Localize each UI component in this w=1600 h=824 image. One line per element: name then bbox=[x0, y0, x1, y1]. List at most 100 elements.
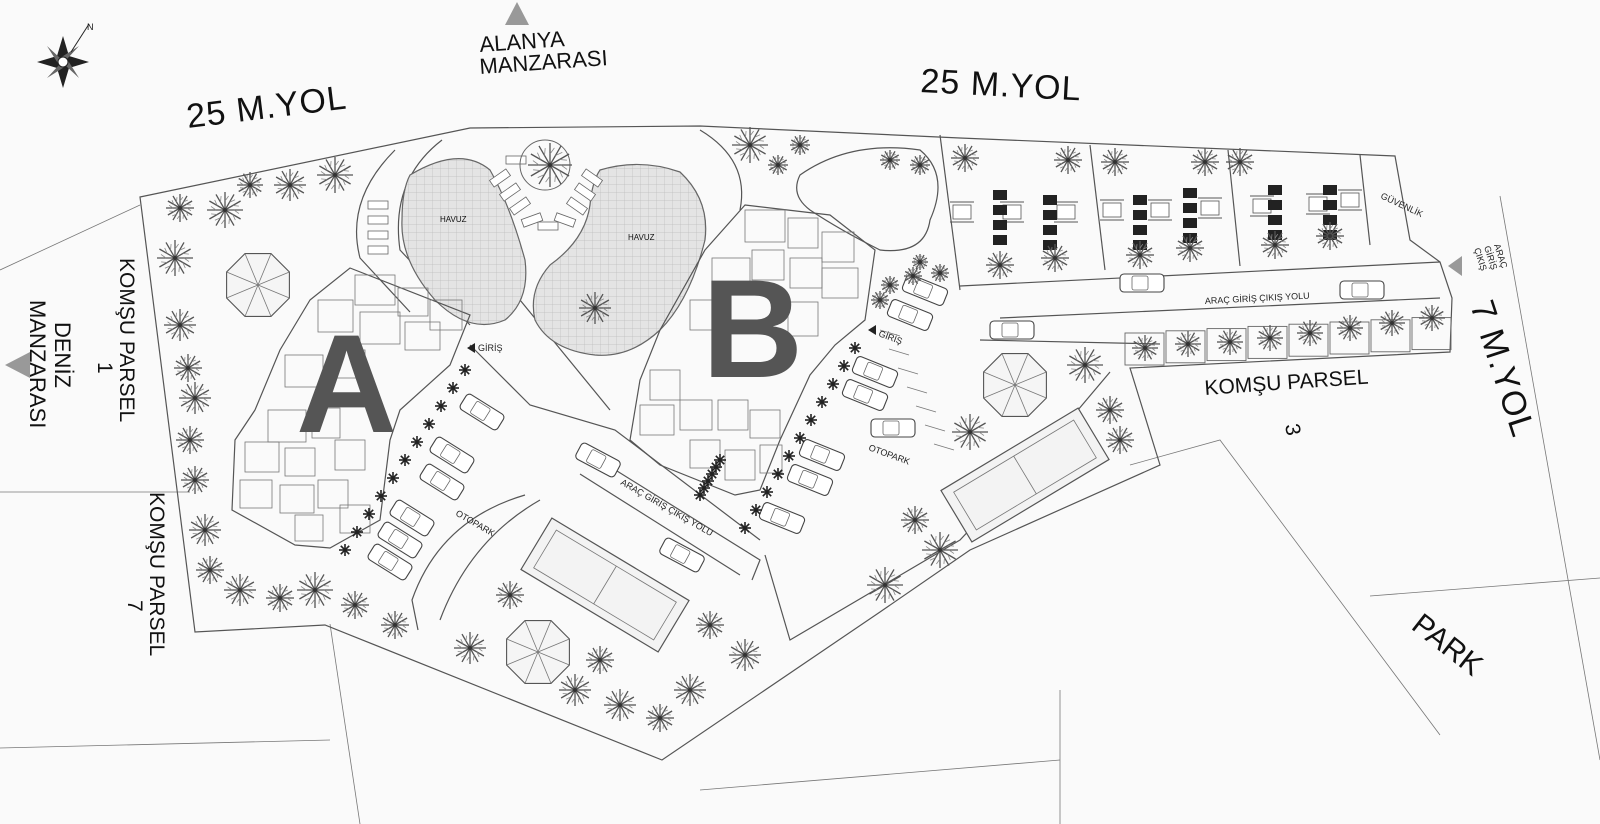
picnic-table-icon bbox=[950, 201, 974, 223]
palm-frond bbox=[907, 507, 916, 521]
park-label: PARK bbox=[1406, 608, 1489, 683]
palm-leaf bbox=[680, 680, 684, 687]
palm-tree-icon bbox=[179, 382, 211, 414]
view-marker-icon bbox=[5, 352, 30, 378]
palm-leaf bbox=[1388, 312, 1390, 318]
palm-frond bbox=[182, 439, 191, 453]
parking-line bbox=[888, 348, 910, 356]
palm-leaf bbox=[516, 591, 521, 593]
room bbox=[284, 354, 324, 388]
palm-leaf bbox=[387, 630, 392, 634]
palm-leaf bbox=[285, 172, 287, 179]
palm-leaf bbox=[1243, 153, 1248, 157]
palm-tree-icon bbox=[157, 240, 193, 276]
palm-leaf bbox=[1137, 340, 1140, 345]
room bbox=[717, 399, 749, 431]
car-window bbox=[853, 384, 873, 404]
palm-leaf bbox=[585, 298, 589, 305]
palm-leaf bbox=[1281, 244, 1287, 249]
palm-frond bbox=[587, 659, 601, 668]
palm-leaf bbox=[874, 294, 877, 298]
palm-leaf bbox=[917, 169, 921, 174]
umbrella-rib bbox=[244, 284, 259, 317]
palm-leaf bbox=[588, 656, 594, 661]
car-body bbox=[989, 320, 1035, 340]
palm-leaf bbox=[465, 635, 467, 642]
palm-leaf bbox=[1148, 340, 1153, 343]
palm-frond bbox=[172, 207, 181, 221]
palm-leaf bbox=[907, 279, 911, 282]
palm-leaf bbox=[466, 655, 471, 661]
palm-leaf bbox=[1222, 334, 1225, 339]
palm-leaf bbox=[1437, 314, 1443, 316]
palm-leaf bbox=[689, 677, 694, 683]
palm-leaf bbox=[565, 696, 572, 700]
entry-arrow-icon bbox=[868, 325, 876, 335]
palm-frond bbox=[1189, 240, 1203, 249]
palm-leaf bbox=[686, 697, 691, 703]
palm-leaf bbox=[1111, 151, 1113, 156]
palm-leaf bbox=[1322, 241, 1327, 245]
palm-leaf bbox=[232, 214, 236, 221]
palm-leaf bbox=[1184, 333, 1186, 339]
palm-leaf bbox=[1275, 334, 1281, 336]
palm-leaf bbox=[1137, 353, 1142, 356]
palm-leaf bbox=[1093, 364, 1100, 369]
palm-leaf bbox=[184, 374, 189, 380]
palm-leaf bbox=[1059, 152, 1063, 157]
palm-leaf bbox=[1006, 264, 1012, 269]
palm-leaf bbox=[555, 152, 563, 156]
palm-frond bbox=[179, 207, 188, 221]
planter bbox=[1323, 200, 1337, 210]
palm-tree-icon bbox=[768, 155, 788, 175]
parking-label-b: OTOPARK bbox=[867, 442, 911, 466]
palm-leaf bbox=[1333, 227, 1338, 231]
palm-frond bbox=[177, 432, 191, 441]
parking-line bbox=[897, 367, 919, 375]
palm-leaf bbox=[907, 525, 912, 529]
palm-frond bbox=[1274, 237, 1288, 246]
palm-frond bbox=[1075, 349, 1086, 366]
umbrella-rib bbox=[524, 651, 539, 684]
palm-leaf bbox=[1315, 329, 1321, 331]
palm-leaf bbox=[498, 591, 504, 596]
palm-leaf bbox=[1271, 234, 1273, 239]
car-body bbox=[870, 418, 916, 438]
palm-frond bbox=[197, 562, 211, 571]
palm-leaf bbox=[1151, 347, 1156, 351]
palm-leaf bbox=[1074, 156, 1079, 158]
palm-frond bbox=[497, 587, 511, 596]
palm-leaf bbox=[1435, 310, 1440, 313]
small-tree-leaf bbox=[380, 491, 386, 497]
palm-leaf bbox=[181, 432, 185, 437]
palm-leaf bbox=[180, 373, 185, 377]
palm-frond bbox=[187, 360, 201, 369]
palm-leaf bbox=[277, 181, 283, 186]
palm-frond bbox=[1329, 228, 1343, 237]
palm-frond bbox=[179, 200, 193, 209]
car-window bbox=[430, 471, 451, 491]
palm-leaf bbox=[1186, 237, 1188, 242]
palm-frond bbox=[1187, 332, 1196, 345]
car-icon bbox=[367, 543, 413, 581]
palm-leaf bbox=[1246, 158, 1251, 160]
road-label-east: 25 M.YOL bbox=[920, 62, 1083, 108]
palm-frond bbox=[182, 427, 191, 441]
palm-frond bbox=[939, 534, 950, 551]
palm-leaf bbox=[715, 628, 719, 633]
room bbox=[787, 217, 819, 249]
palm-leaf bbox=[969, 417, 974, 424]
palm-leaf bbox=[351, 611, 356, 617]
palm-leaf bbox=[1119, 428, 1124, 434]
palm-leaf bbox=[545, 175, 551, 183]
palm-leaf bbox=[1122, 446, 1124, 451]
palm-leaf bbox=[905, 273, 909, 277]
palm-leaf bbox=[176, 364, 182, 369]
palm-leaf bbox=[1136, 244, 1138, 249]
palm-leaf bbox=[602, 307, 608, 312]
palm-leaf bbox=[1142, 354, 1146, 359]
palm-leaf bbox=[961, 164, 966, 170]
palm-frond bbox=[647, 710, 661, 719]
palm-tree-icon bbox=[871, 291, 889, 309]
palm-frond bbox=[1144, 336, 1153, 349]
